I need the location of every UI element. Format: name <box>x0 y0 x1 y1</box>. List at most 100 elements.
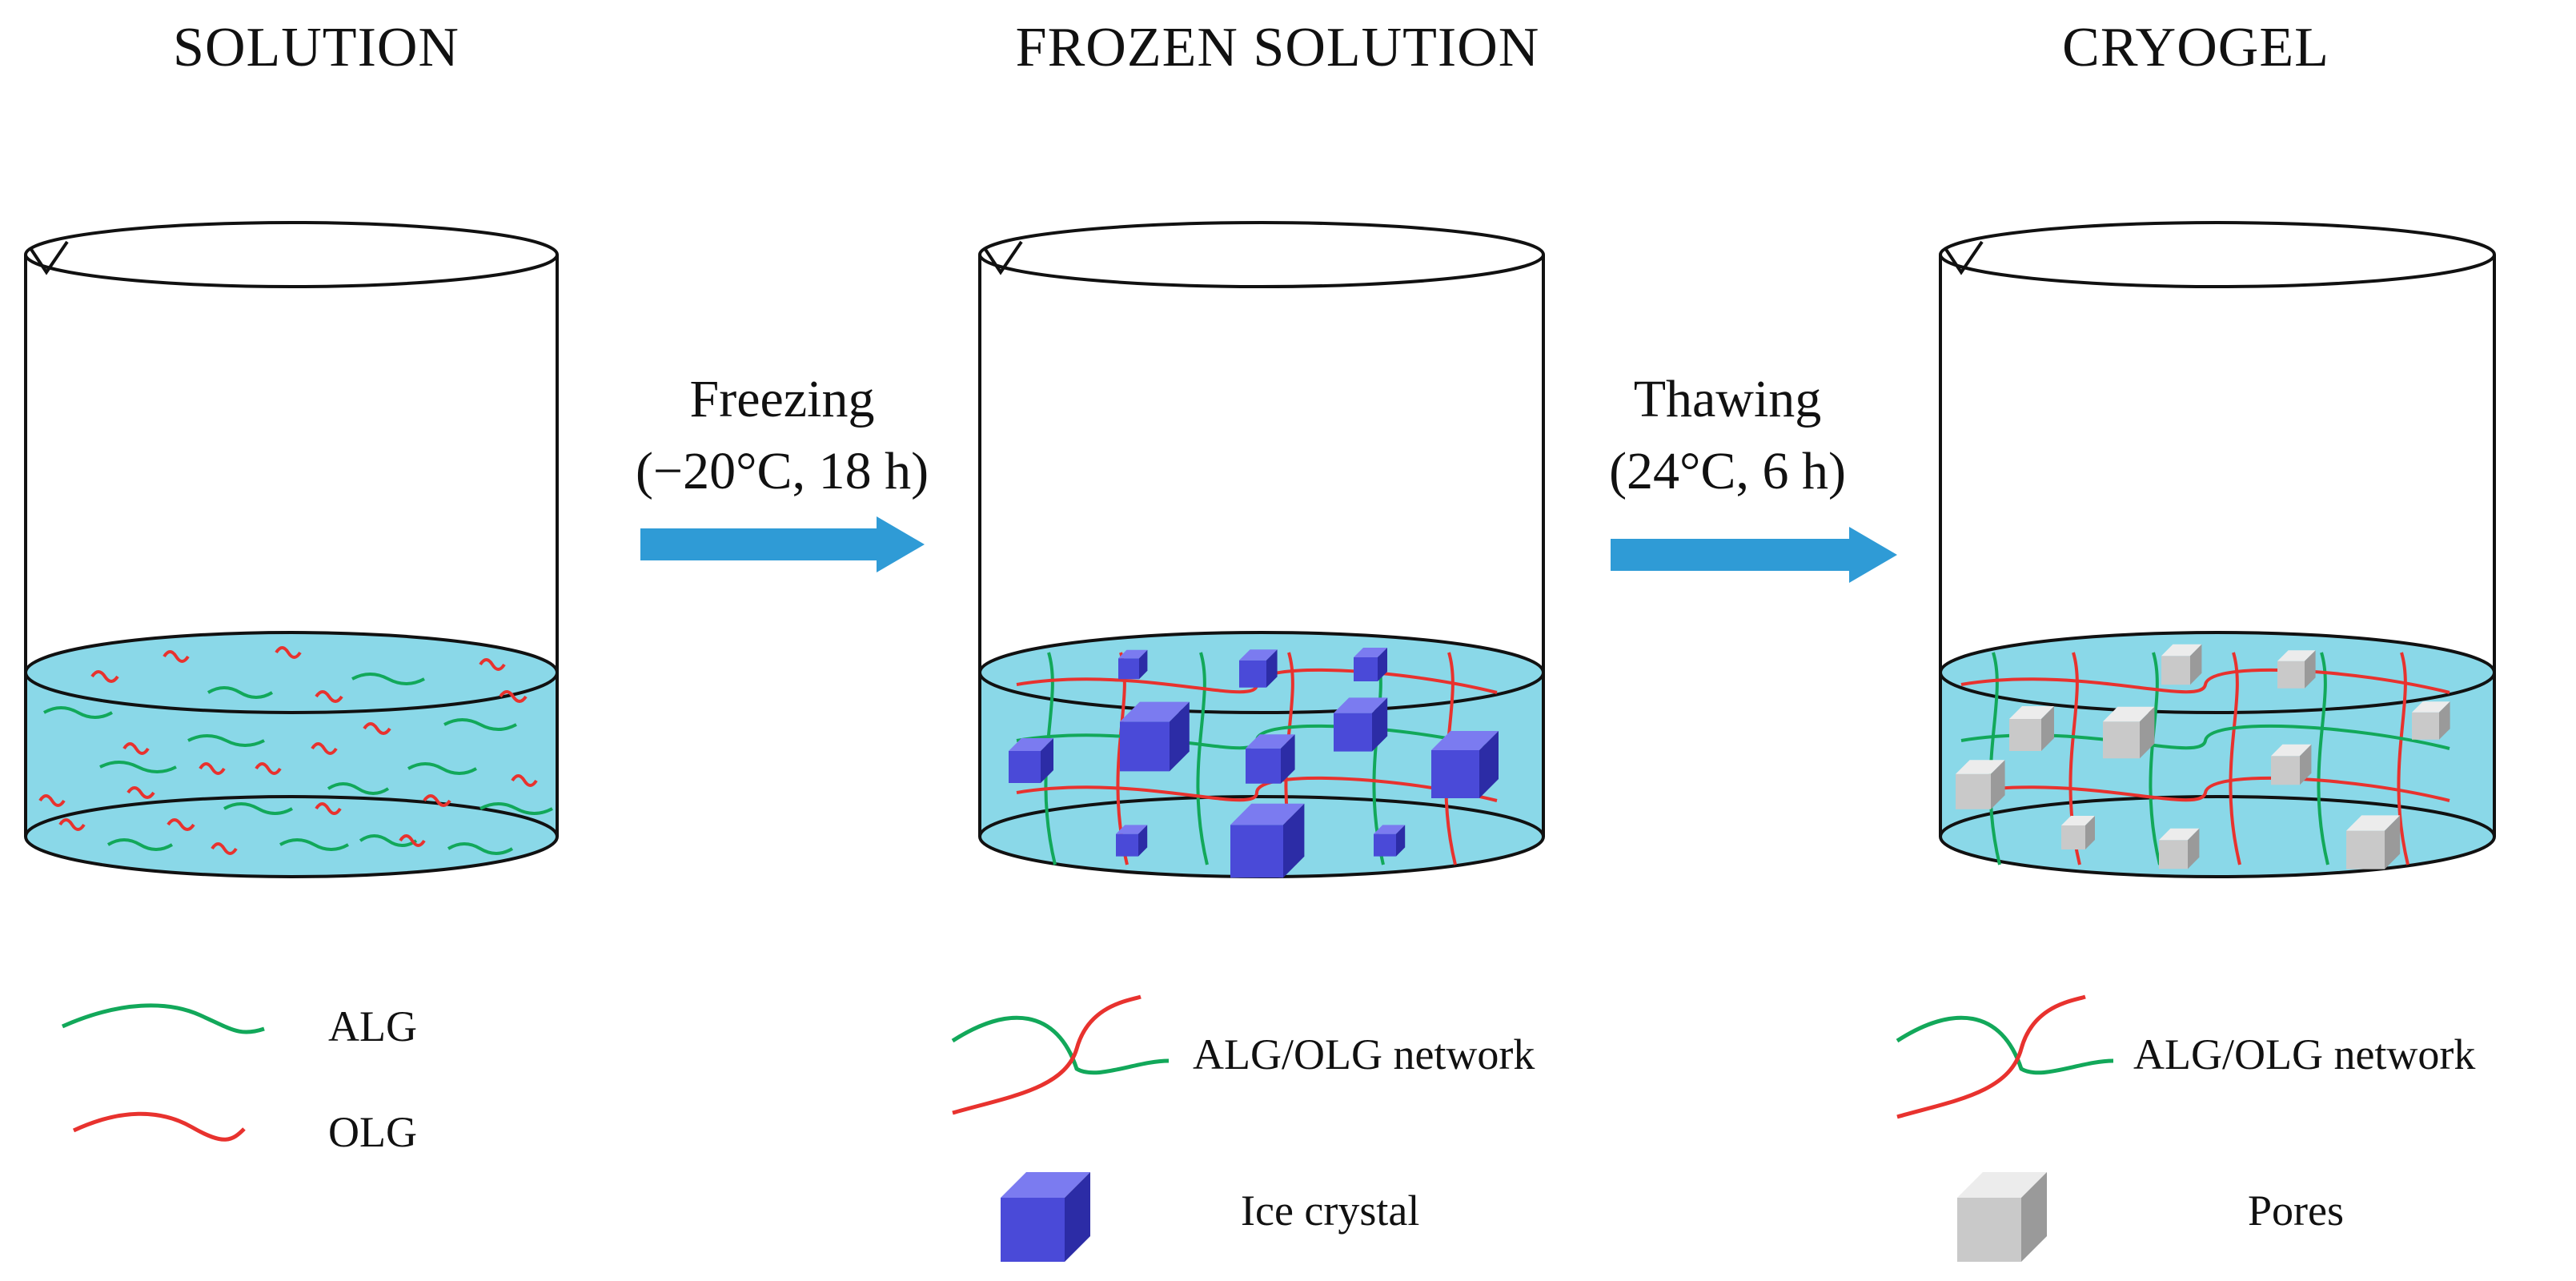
step-thawing-label: Thawing <box>1634 370 1822 428</box>
alg-strand <box>99 761 177 773</box>
liquid-cryogel <box>1940 632 2494 877</box>
legend-alg-line <box>61 1003 265 1034</box>
alg-strand <box>447 842 514 855</box>
beaker-frozen <box>978 221 1545 878</box>
stage-title-cryogel: CRYOGEL <box>2062 17 2329 78</box>
pore <box>2009 706 2054 751</box>
network-group-cryogel <box>1960 652 2450 865</box>
alg-strand <box>351 673 425 685</box>
alg-strand <box>43 706 113 719</box>
ice-crystal <box>1374 825 1406 857</box>
ice-crystal <box>1239 649 1278 688</box>
olg-strand <box>511 774 538 787</box>
olg-strand <box>363 722 391 735</box>
pore <box>2346 815 2401 869</box>
olg-strand <box>479 658 506 671</box>
ice-crystal-group <box>1009 648 1499 878</box>
step-freezing-label: Freezing <box>690 370 875 428</box>
network-strand <box>1988 652 2001 865</box>
stage-title-frozen: FROZEN SOLUTION <box>1016 17 1540 78</box>
olg-strand <box>126 786 155 799</box>
beaker-spout <box>29 240 69 275</box>
ice-crystal <box>1120 701 1190 772</box>
olg-strand <box>122 742 150 755</box>
olg-strand <box>199 762 226 775</box>
process-arrow-icon <box>1611 527 1897 583</box>
olg-strand <box>311 742 338 755</box>
pore <box>1956 760 2005 809</box>
ice-crystal-icon <box>1001 1172 1090 1262</box>
process-arrow-icon <box>640 516 925 572</box>
pore-group <box>1956 644 2450 869</box>
olg-strand <box>163 650 190 663</box>
olg-strand <box>423 794 451 807</box>
ice-crystal-icon <box>1001 1172 1090 1262</box>
pore <box>2103 706 2155 759</box>
alg-strand <box>223 802 293 815</box>
alg-strand <box>443 718 517 731</box>
beaker-rim <box>24 221 559 288</box>
olg-strand <box>167 818 195 831</box>
step-thawing-conditions: (24°C, 6 h) <box>1609 442 1846 500</box>
legend-pores-label: Pores <box>2248 1187 2344 1235</box>
pore <box>2161 644 2202 685</box>
legend-alg-label: ALG <box>328 1002 417 1050</box>
ice-crystal <box>1431 731 1499 798</box>
alg-strand <box>479 802 553 815</box>
pore <box>2159 828 2200 869</box>
legend-ice-label: Ice crystal <box>1241 1187 1419 1235</box>
network-strand <box>1960 724 2450 750</box>
legend-network-label: ALG/OLG network <box>2133 1030 2475 1078</box>
olg-strand <box>499 690 528 703</box>
legend-solution: ALG OLG <box>61 1002 417 1156</box>
ice-crystal <box>1118 649 1148 680</box>
stage-title-solution: SOLUTION <box>173 17 459 78</box>
olg-strand <box>38 794 66 807</box>
alg-strand <box>207 686 274 699</box>
legend-network-label: ALG/OLG network <box>1193 1030 1535 1078</box>
olg-strand <box>399 834 426 847</box>
pore <box>2061 816 2095 849</box>
beaker-spout <box>983 240 1023 275</box>
ice-crystal <box>1354 648 1387 681</box>
alg-strand <box>106 838 174 851</box>
olg-strand <box>315 690 343 703</box>
olg-strand <box>255 762 282 775</box>
legend-frozen: ALG/OLG network Ice crystal <box>951 994 1535 1262</box>
legend-network-alg <box>951 1015 1170 1075</box>
pore-icon <box>1957 1172 2047 1262</box>
alg-strand <box>327 782 390 795</box>
legend-network-alg <box>1896 1015 2114 1075</box>
beaker-spout <box>1944 240 1984 275</box>
legend-olg-label: OLG <box>328 1108 417 1156</box>
ice-crystal <box>1116 825 1148 857</box>
olg-strand <box>90 670 119 683</box>
network-strand <box>1960 668 2450 694</box>
legend-olg-line <box>72 1111 246 1142</box>
legend-network-olg <box>952 994 1142 1115</box>
alg-strand <box>279 838 349 851</box>
beaker-solution <box>24 221 559 878</box>
step-freezing-conditions: (−20°C, 18 h) <box>636 442 929 500</box>
network-strand <box>1016 776 1498 802</box>
olg-strand <box>315 802 342 815</box>
ice-crystal <box>1334 697 1388 752</box>
liquid-solution <box>26 632 557 877</box>
ice-crystal <box>1230 803 1305 878</box>
legend-network-olg <box>1896 994 2086 1119</box>
pore <box>2271 744 2312 785</box>
pore <box>2412 701 2450 740</box>
alg-strand <box>359 834 418 847</box>
ice-crystal <box>1009 738 1053 783</box>
olg-strand <box>275 646 302 659</box>
network-strand <box>1960 776 2450 802</box>
olg-strand <box>58 818 86 831</box>
beaker-cryogel <box>1939 221 2496 878</box>
ice-crystal <box>1246 734 1295 784</box>
olg-strand <box>211 842 238 855</box>
alg-strand <box>407 762 477 775</box>
network-strand <box>1196 652 1209 865</box>
pore-icon <box>1957 1172 2047 1262</box>
fiber-group-solution <box>38 646 553 855</box>
